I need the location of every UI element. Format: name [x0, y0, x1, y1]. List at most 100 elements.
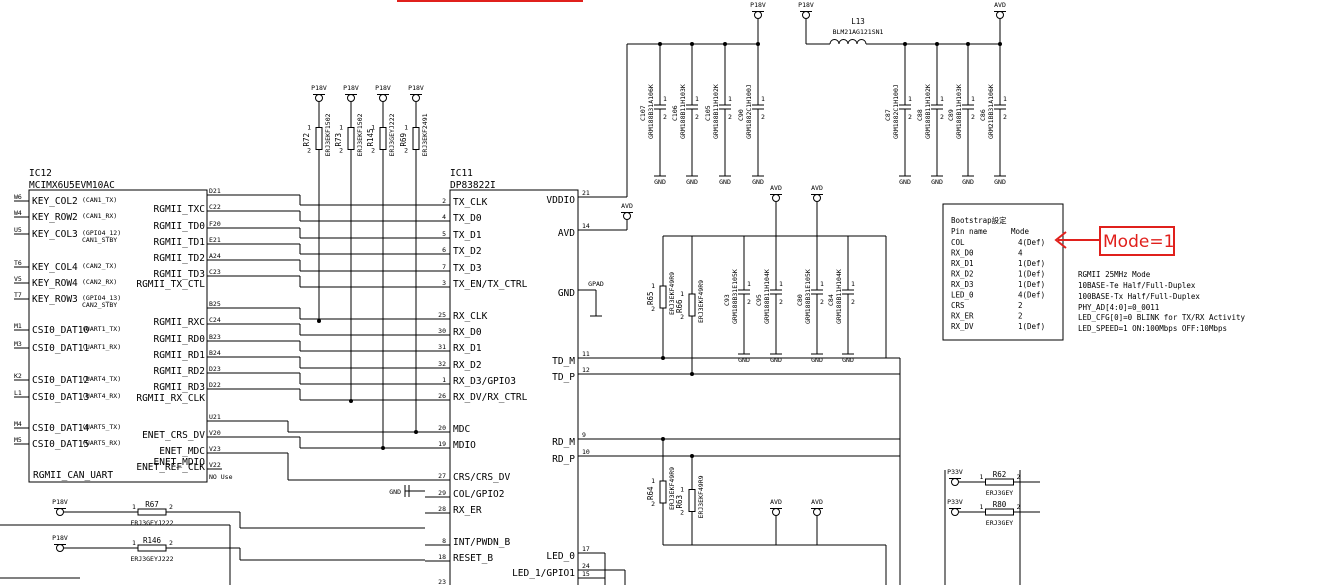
ic12-ball: V5: [14, 275, 22, 283]
ic12-ball: V20: [209, 429, 221, 437]
pin-1-label: 1: [695, 95, 699, 103]
ic12-ball: M5: [14, 436, 22, 444]
bootstrap-mode: 4(Def): [1018, 238, 1045, 247]
capacitor-ref: C86: [979, 109, 987, 121]
junction: [935, 42, 939, 46]
resistor-value: ERJ3EKF1502: [324, 113, 332, 156]
ic12-pin-name: CSI0_DAT14: [32, 423, 89, 434]
ic12-ball: F20: [209, 220, 221, 228]
ic12-ball: U21: [209, 413, 221, 421]
power-port-icon: [772, 508, 780, 516]
ic11-pin-name: TX_D2: [453, 246, 482, 257]
ic12-ball: C24: [209, 316, 221, 324]
pin-1-label: 1: [339, 124, 343, 132]
ic11-pin-num: 27: [438, 472, 446, 480]
ic12-ball: D21: [209, 187, 221, 195]
pin-1-label: 1: [971, 95, 975, 103]
bootstrap-mode: 2: [1018, 312, 1023, 321]
config-note: LED_SPEED=1 ON:100Mbps OFF:10Mbps: [1078, 324, 1227, 333]
capacitor-value: GRM21BB31A106K: [987, 84, 995, 139]
ic12-ball: C23: [209, 268, 221, 276]
ic12-pin-name: CSI0_DAT13: [32, 392, 89, 403]
gnd-label: GND: [752, 178, 764, 186]
ic12-ball: C22: [209, 203, 221, 211]
ic11-pin-num: 4: [442, 213, 446, 221]
capacitor-value: GRM1882C1H100J: [892, 84, 900, 139]
ic12-ball: K2: [14, 372, 22, 380]
resistor-body: [347, 127, 355, 150]
ic12-pin-name: KEY_ROW3: [32, 294, 78, 305]
ic11-pin-name: TX_EN/TX_CTRL: [453, 279, 528, 290]
junction: [349, 399, 353, 403]
ic12-pin-alt: (CAN1_RX): [82, 212, 117, 220]
capacitor-value: GRM188B31A106K: [647, 84, 655, 139]
ic12-ball: T7: [14, 291, 22, 299]
power-port-icon: [315, 94, 323, 102]
pin-2-label: 2: [747, 298, 751, 306]
ic12-pin-name: RGMII_RD2: [154, 366, 205, 377]
power-label: P18V: [798, 1, 814, 9]
power-label: P18V: [343, 84, 359, 92]
gnd-label: GND: [962, 178, 974, 186]
ic12-pin-name: CSI0_DAT11: [32, 343, 89, 354]
ic11-pin-name: RX_DV/RX_CTRL: [453, 392, 528, 403]
pin-1-label: 1: [820, 280, 824, 288]
junction: [690, 42, 694, 46]
capacitor-value: GRM188B11H103K: [955, 84, 963, 139]
ic12-ball: B24: [209, 349, 221, 357]
ic11-pin-name: RX_D2: [453, 360, 482, 371]
resistor-ref: R146: [143, 536, 162, 545]
resistor-ref: R64: [646, 486, 655, 500]
ic11-body: [449, 189, 579, 585]
ic12-ball: M1: [14, 322, 22, 330]
gnd-label: GND: [994, 178, 1006, 186]
ic11-pin-name: RX_ER: [453, 505, 482, 516]
ic11-part: DP83822I: [450, 180, 496, 191]
pin-1-label: 1: [680, 290, 684, 298]
pin-2-label: 2: [404, 147, 408, 155]
ic11-pin-num: 20: [438, 424, 446, 432]
ic11-pin-num: 25: [438, 311, 446, 319]
pin-1-label: 1: [779, 280, 783, 288]
bootstrap-mode: 1(Def): [1018, 322, 1045, 331]
bootstrap-title: Bootstrap設定: [951, 215, 1007, 225]
config-note: RGMII 25MHz Mode: [1078, 270, 1151, 279]
ic11-pin-num: 7: [442, 263, 446, 271]
ic12-block-name: RGMII_CAN_UART: [33, 470, 113, 481]
ic12-pin-name: ENET_REF_CLK: [136, 462, 205, 473]
ic12-pin-alt: (CAN1_TX): [82, 196, 117, 204]
resistor-ref: R67: [145, 500, 159, 509]
pin-2-label: 2: [820, 298, 824, 306]
junction: [661, 437, 665, 441]
power-port-icon: [412, 94, 420, 102]
inductor-coil: [847, 39, 858, 45]
power-label: P18V: [750, 1, 766, 9]
power-label: P18V: [311, 84, 327, 92]
ic12-pin-name: KEY_ROW2: [32, 212, 78, 223]
resistor-value: ERJ3EKF1502: [356, 113, 364, 156]
gnd-label: GND: [719, 178, 731, 186]
ic11-pin-num: 32: [438, 360, 446, 368]
gnd-label: GND: [842, 356, 854, 364]
ic11-pin-name: INT/PWDN_B: [453, 537, 510, 548]
pin-2-label: 2: [940, 113, 944, 121]
ic11-pin-num: 17: [582, 545, 590, 553]
ic11-pin-num: 23: [438, 578, 446, 585]
ic11-pin-num: 24: [582, 562, 590, 570]
resistor-body: [315, 127, 323, 150]
resistor-body: [659, 480, 667, 504]
bootstrap-mode: 1(Def): [1018, 270, 1045, 279]
pin-2-label: 2: [728, 113, 732, 121]
inductor-coil: [838, 39, 849, 45]
resistor-ref: R69: [399, 133, 408, 147]
ic12-body: [28, 189, 208, 483]
ic12-pin-name: ENET_MDC: [159, 446, 205, 457]
capacitor-ref: C106: [671, 105, 679, 121]
ic11-pin-name: RD_P: [552, 454, 575, 465]
config-note: 10BASE-Te Half/Full-Duplex: [1078, 281, 1196, 290]
ic12-ball: U5: [14, 226, 22, 234]
junction: [414, 430, 418, 434]
pin-2-label: 2: [371, 147, 375, 155]
